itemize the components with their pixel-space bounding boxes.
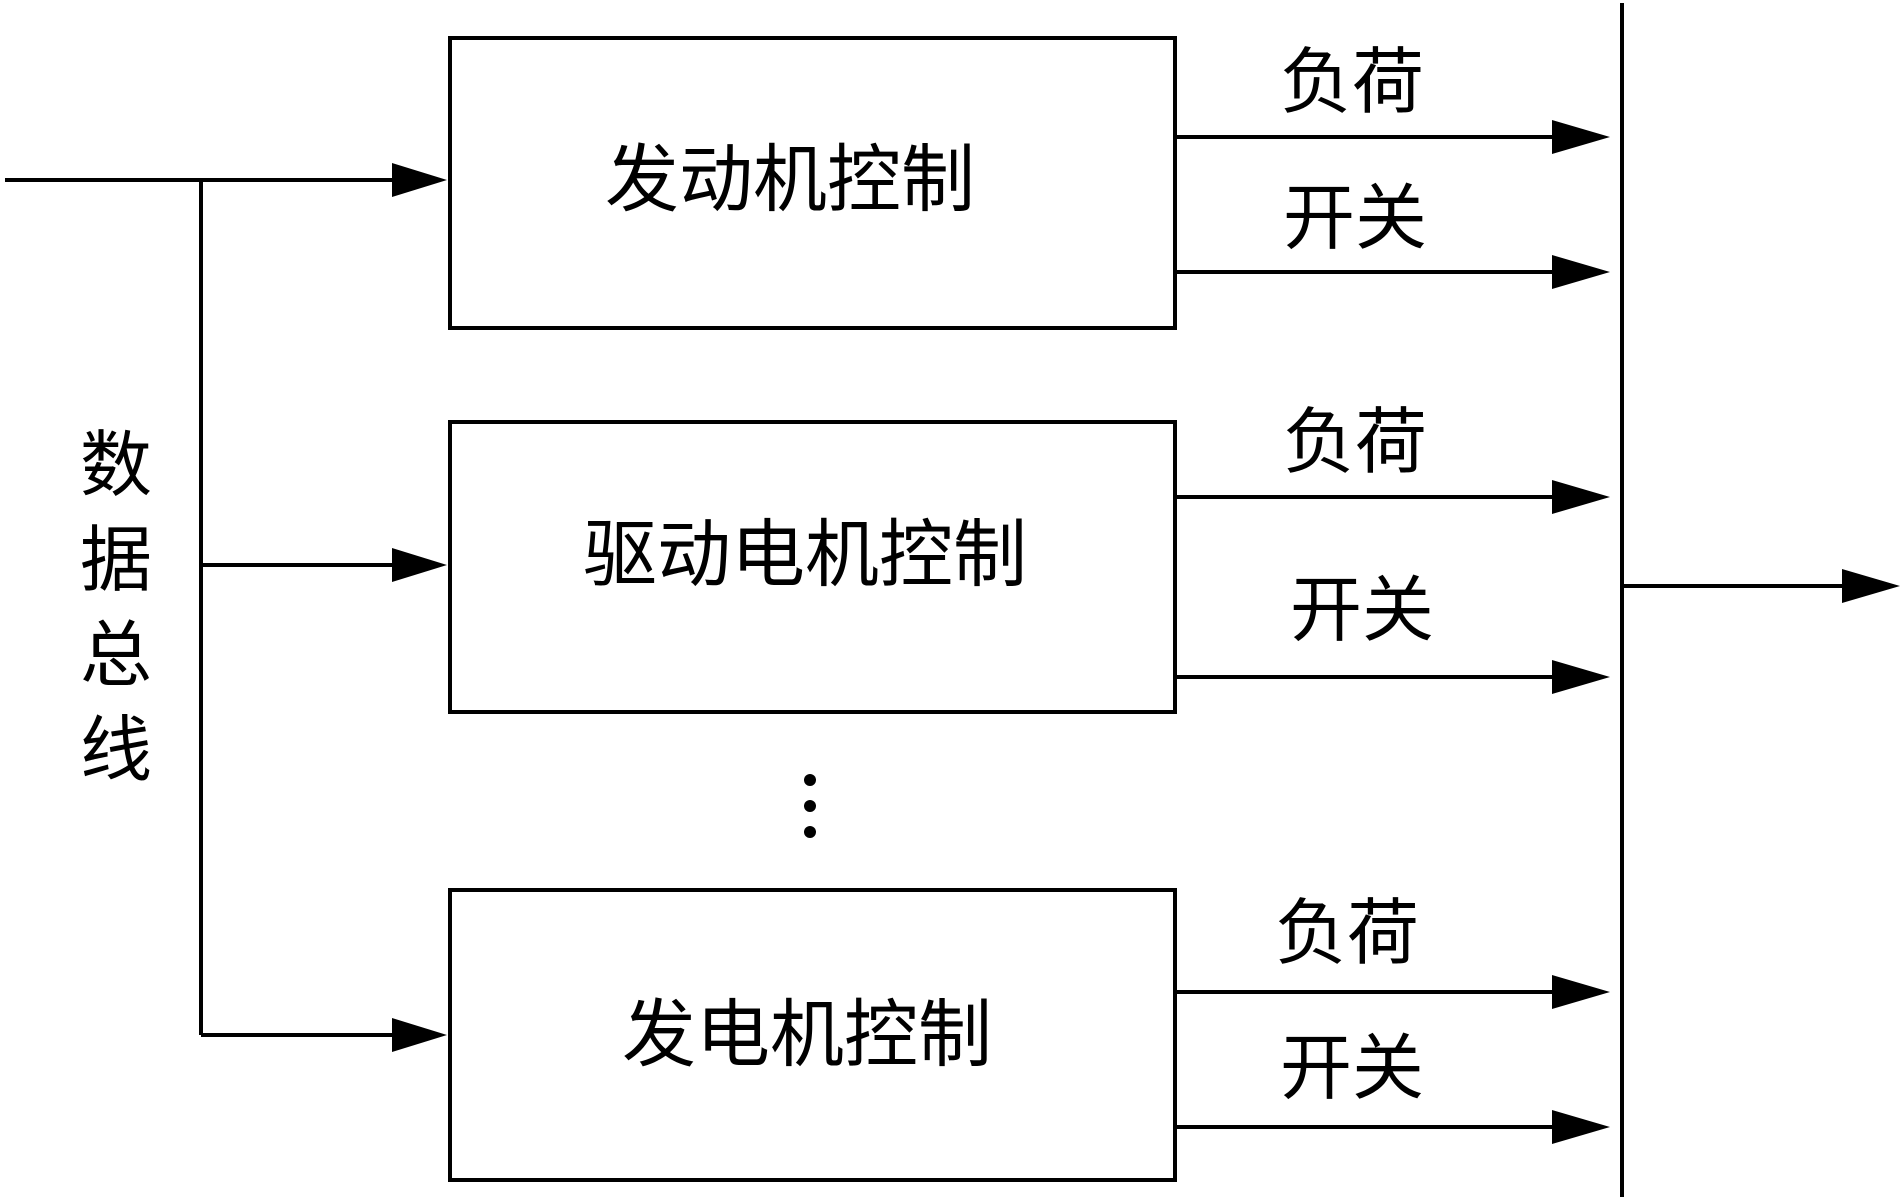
drive-motor-switch-arrow [1552, 660, 1610, 694]
engine-control-box [448, 36, 1177, 330]
generator-control-label: 发电机控制 [622, 992, 992, 1078]
drive-motor-control-box [448, 420, 1177, 714]
generator-control-box [448, 888, 1177, 1182]
drive-motor-control-label: 驱动电机控制 [583, 512, 1027, 598]
drive-motor-load-arrow [1552, 480, 1610, 514]
ellipsis-dot-2 [804, 800, 816, 812]
generator-switch-label: 开关 [1280, 1026, 1424, 1110]
generator-switch-arrow [1552, 1110, 1610, 1144]
drive-motor-load-label: 负荷 [1283, 400, 1427, 484]
ellipsis-dot-3 [804, 826, 816, 838]
bus-label-char-1: 数 [80, 423, 152, 507]
generator-load-label: 负荷 [1275, 891, 1419, 975]
generator-load-arrow [1552, 975, 1610, 1009]
engine-switch-label: 开关 [1283, 176, 1427, 260]
bus-label-char-3: 总 [80, 613, 152, 697]
drive-motor-switch-label: 开关 [1290, 568, 1434, 652]
engine-switch-arrow [1552, 255, 1610, 289]
engine-load-arrow [1552, 120, 1610, 154]
ellipsis-dot-1 [804, 774, 816, 786]
bus-arrow-2 [392, 548, 447, 582]
output-bus-exit-arrow [1842, 569, 1900, 603]
engine-load-label: 负荷 [1280, 40, 1424, 124]
bus-label-char-2: 据 [80, 518, 152, 602]
bus-arrow-1 [392, 163, 447, 197]
bus-arrow-3 [392, 1018, 447, 1052]
engine-control-label: 发动机控制 [605, 137, 975, 223]
bus-label-char-4: 线 [80, 708, 152, 792]
